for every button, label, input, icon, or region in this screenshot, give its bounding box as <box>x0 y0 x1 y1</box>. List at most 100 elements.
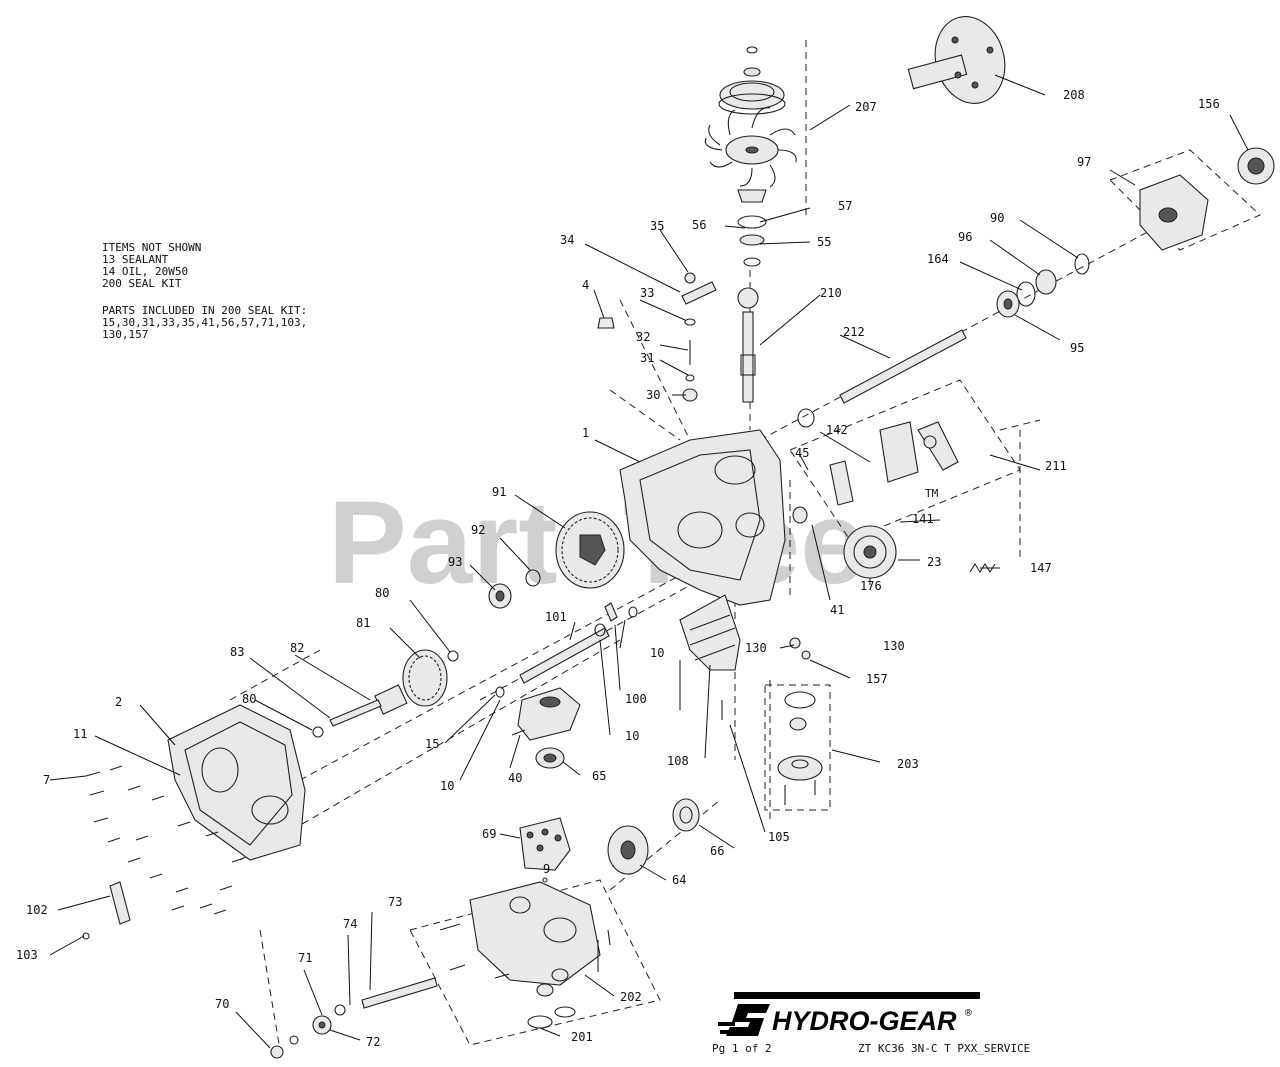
callout-147: 147 <box>1030 561 1052 575</box>
shaft-101 <box>495 602 638 698</box>
swash-plate-40 <box>511 687 581 769</box>
note-line-0: ITEMS NOT SHOWN <box>102 241 201 254</box>
footer-page: Pg 1 of 2 <box>712 1042 772 1055</box>
logo-s-icon <box>726 1004 770 1036</box>
callout-105: 105 <box>768 830 790 844</box>
callout-57: 57 <box>838 199 852 213</box>
callout-33: 33 <box>640 286 654 300</box>
callout-71: 71 <box>298 951 312 965</box>
cover-bolts-7 <box>85 765 245 915</box>
callout-101: 101 <box>545 610 567 624</box>
brand-registered: ® <box>965 1006 972 1019</box>
callout-55: 55 <box>817 235 831 249</box>
callout-97: 97 <box>1077 155 1091 169</box>
callout-70: 70 <box>215 997 229 1011</box>
axle-hub-208 <box>907 16 1006 104</box>
callout-2: 2 <box>115 695 122 709</box>
callout-108: 108 <box>667 754 689 768</box>
center-plate-108 <box>679 594 811 720</box>
callout-41: 41 <box>830 603 844 617</box>
note-line-7: 130,157 <box>102 328 148 341</box>
gear-81 <box>312 649 459 738</box>
callout-80b: 80 <box>242 692 256 706</box>
callout-130a: 130 <box>745 641 767 655</box>
callout-35: 35 <box>650 219 664 233</box>
callout-93: 93 <box>448 555 462 569</box>
filter-assembly-203 <box>764 684 831 811</box>
bypass-arm-102 <box>82 881 131 940</box>
callout-207: 207 <box>855 100 877 114</box>
callout-80: 80 <box>375 586 389 600</box>
watermark-tm: TM <box>925 487 939 500</box>
callout-10a: 10 <box>650 646 664 660</box>
callout-64: 64 <box>672 873 686 887</box>
callout-40: 40 <box>508 771 522 785</box>
callout-66: 66 <box>710 844 724 858</box>
callout-95: 95 <box>1070 341 1084 355</box>
callout-201: 201 <box>571 1030 593 1044</box>
footer: Pg 1 of 2 ZT KC36 3N-C T PXX_SERVICE <box>712 1042 1030 1055</box>
callout-212: 212 <box>843 325 865 339</box>
brake-bracket-211 <box>789 379 1021 541</box>
assembly-centerlines <box>229 40 1171 1051</box>
callout-96: 96 <box>958 230 972 244</box>
callout-45: 45 <box>795 446 809 460</box>
callout-74: 74 <box>343 917 357 931</box>
callout-203: 203 <box>897 757 919 771</box>
note-line-3: 200 SEAL KIT <box>102 277 182 290</box>
callout-30: 30 <box>646 388 660 402</box>
callout-82: 82 <box>290 641 304 655</box>
callout-73: 73 <box>388 895 402 909</box>
bypass-small-parts <box>597 272 717 402</box>
callout-10b: 10 <box>440 779 454 793</box>
callout-32: 32 <box>636 330 650 344</box>
callout-7: 7 <box>43 773 50 787</box>
callout-4: 4 <box>582 278 589 292</box>
center-section-201 <box>409 879 661 1046</box>
callout-labels: 207 208 156 97 57 56 55 90 96 164 34 35 … <box>16 88 1220 1049</box>
hydro-gear-logo: HYDRO-GEAR ® <box>718 992 980 1036</box>
callout-34: 34 <box>560 233 574 247</box>
pump-shaft-73 <box>270 977 438 1059</box>
callout-9: 9 <box>543 862 550 876</box>
callout-157: 157 <box>866 672 888 686</box>
callout-10c: 10 <box>625 729 639 743</box>
pulley-fan-assembly <box>704 46 797 267</box>
main-housing-1 <box>619 429 786 606</box>
callout-142: 142 <box>826 423 848 437</box>
leader-lines <box>49 74 1249 1049</box>
brand-name: HYDRO-GEAR <box>772 1006 957 1036</box>
callout-23: 23 <box>927 555 941 569</box>
bearing-156 <box>1237 147 1275 185</box>
note-line-2: 14 OIL, 20W50 <box>102 265 188 278</box>
cylinder-block-69 <box>519 817 571 883</box>
callout-202: 202 <box>620 990 642 1004</box>
footer-model: ZT KC36 3N-C T PXX_SERVICE <box>858 1042 1030 1055</box>
motor-parts-64-66 <box>607 798 700 875</box>
callout-164: 164 <box>927 252 949 266</box>
callout-211: 211 <box>1045 459 1067 473</box>
axle-seal-bearing-stack <box>996 253 1090 318</box>
callout-65: 65 <box>592 769 606 783</box>
callout-208: 208 <box>1063 88 1085 102</box>
note-line-5: PARTS INCLUDED IN 200 SEAL KIT: <box>102 304 307 317</box>
note-line-6: 15,30,31,33,35,41,56,57,71,103, <box>102 316 307 329</box>
callout-11: 11 <box>73 727 87 741</box>
callout-141: 141 <box>912 512 934 526</box>
flange-97 <box>1109 149 1261 251</box>
callout-176: 176 <box>860 579 882 593</box>
callout-69: 69 <box>482 827 496 841</box>
callout-103: 103 <box>16 948 38 962</box>
callout-130b: 130 <box>883 639 905 653</box>
side-cover-2 <box>85 704 306 915</box>
callout-72: 72 <box>366 1035 380 1049</box>
notes-block: ITEMS NOT SHOWN 13 SEALANT 14 OIL, 20W50… <box>102 241 307 341</box>
callout-100: 100 <box>625 692 647 706</box>
callout-92: 92 <box>471 523 485 537</box>
callout-1: 1 <box>582 426 589 440</box>
axle-shaft-212 <box>797 329 967 428</box>
callout-156: 156 <box>1198 97 1220 111</box>
input-shaft-210 <box>737 287 759 403</box>
callout-81: 81 <box>356 616 370 630</box>
